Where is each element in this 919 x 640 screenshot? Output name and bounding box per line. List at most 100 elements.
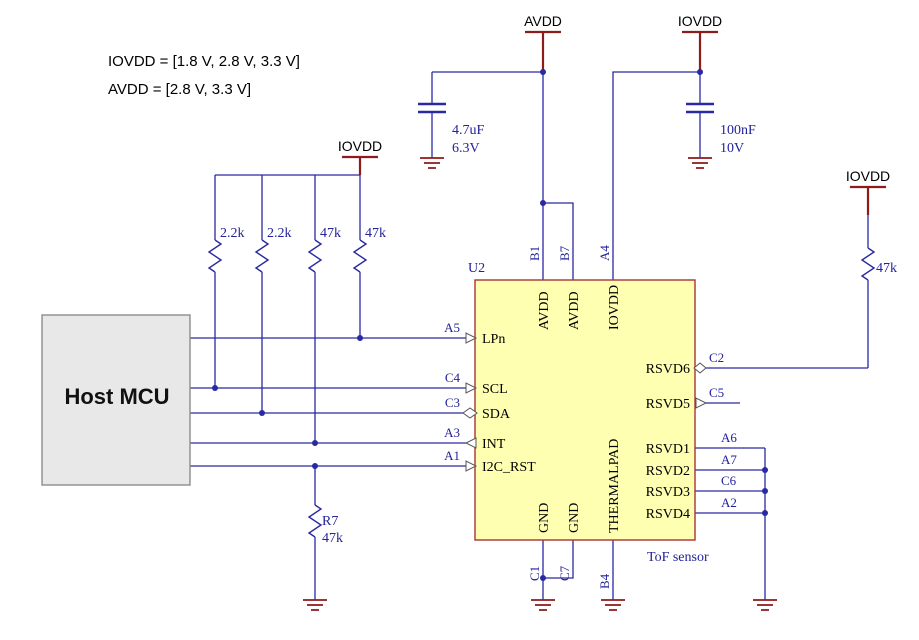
pin-des-c7: C7 [557,565,572,581]
host-mcu-label: Host MCU [64,384,169,409]
ground-icon [531,599,555,611]
chip-refdes: U2 [468,261,485,276]
pin-name-sda: SDA [482,407,511,422]
resistor-lpn-value: 47k [365,226,386,241]
resistor-int-symbol [307,239,323,273]
pin-name-rsvd4: RSVD4 [646,507,690,522]
junction-dot [212,385,218,391]
bidir-arrow-icon [693,362,707,374]
net-label-iovdd-right: IOVDD [846,168,890,184]
capacitor-symbol [418,102,446,114]
wire-gnd-c1-c7 [542,540,574,600]
cap-iovdd-voltage: 10V [720,141,744,156]
pin-name-lpn: LPn [482,332,505,347]
iovdd-power-bar-right [850,185,886,215]
input-arrow-icon [465,332,478,344]
resistor-lpn-symbol [352,239,368,273]
pin-name-rsvd5: RSVD5 [646,397,690,412]
net-label-iovdd-top: IOVDD [678,13,722,29]
junction-dot [540,69,546,75]
wire-scl-sda-int-rst [190,387,475,467]
capacitor-iovdd [686,102,714,114]
pin-name-rsvd1: RSVD1 [646,442,690,457]
capacitor-avdd [418,102,446,114]
pin-name-i2c-rst: I2C_RST [482,460,536,475]
pin-name-thermalpad: THERMALPAD [607,439,622,533]
ground-icon [420,157,444,169]
junction-dot [259,410,265,416]
pin-name-rsvd2: RSVD2 [646,464,690,479]
pin-name-scl: SCL [482,382,508,397]
pin-des-a2: A2 [721,495,737,510]
pin-des-a6: A6 [721,430,737,445]
junction-dot [697,69,703,75]
tof-sensor-chip [474,279,696,541]
pin-name-rsvd3: RSVD3 [646,485,690,500]
junction-dots [212,69,768,581]
junction-dot [762,488,768,494]
input-arrow-icon [465,460,478,472]
pin-des-c1: C1 [527,566,542,581]
resistor-r7-ref: R7 [322,514,338,529]
ground-icon [688,157,712,169]
pin-des-a3: A3 [444,425,460,440]
junction-dot [540,575,546,581]
ground-icon [601,599,625,611]
junction-dot [312,440,318,446]
junction-dot [762,467,768,473]
junction-dot [312,463,318,469]
bidir-arrow-icon [462,407,478,419]
resistor-rsvd6-value: 47k [876,261,897,276]
resistors [207,239,876,538]
wires [190,71,869,600]
host-mcu-box [41,314,191,486]
resistor-r7-value: 47k [322,531,343,546]
pin-des-c4: C4 [445,370,461,385]
resistor-sda-value: 2.2k [267,226,292,241]
wire-pullup-tops [214,175,361,240]
resistor-r7-symbol [307,504,323,538]
resistor-rsvd6-symbol [860,247,876,281]
capacitor-symbol [686,102,714,114]
cap-avdd-voltage: 6.3V [452,141,480,156]
power-flags [342,30,886,215]
wire-avdd-to-b7 [543,202,574,280]
iovdd-power-bar-top [682,30,718,72]
note-avdd-range: AVDD = [2.8 V, 3.3 V] [108,81,251,98]
pin-name-avdd-b7: AVDD [567,291,582,330]
ground-symbols [303,157,777,611]
pin-des-a7: A7 [721,452,737,467]
pin-des-a4: A4 [597,245,612,261]
cap-iovdd-value: 100nF [720,123,756,138]
ground-icon [303,599,327,611]
pin-name-gnd-c7: GND [567,503,582,533]
avdd-power-bar [525,30,561,72]
note-iovdd-range: IOVDD = [1.8 V, 2.8 V, 3.3 V] [108,53,300,70]
resistor-int-value: 47k [320,226,341,241]
pin-des-b7: B7 [557,245,572,261]
pin-des-c3: C3 [445,395,460,410]
net-label-avdd: AVDD [524,13,562,29]
pin-name-int: INT [482,437,506,452]
wire-pullup-bottoms [214,272,361,443]
junction-dot [540,200,546,206]
pin-des-c6: C6 [721,473,737,488]
pin-des-c5: C5 [709,385,724,400]
wire-iovdd-to-a4 [612,71,700,280]
junction-dot [762,510,768,516]
pin-des-a1: A1 [444,448,460,463]
pin-name-iovdd-a4: IOVDD [607,285,622,330]
resistor-scl-symbol [207,239,223,273]
wire-rsvd1-4-gnd [695,447,766,600]
junction-dot [357,335,363,341]
output-arrow-icon [464,437,477,449]
chip-type-label: ToF sensor [647,550,709,565]
pin-des-a5: A5 [444,320,460,335]
pin-des-b4: B4 [597,573,612,589]
input-arrow-icon [465,382,478,394]
pin-name-gnd-c1: GND [537,503,552,533]
pin-name-avdd-b1: AVDD [537,291,552,330]
pin-des-b1: B1 [527,246,542,261]
